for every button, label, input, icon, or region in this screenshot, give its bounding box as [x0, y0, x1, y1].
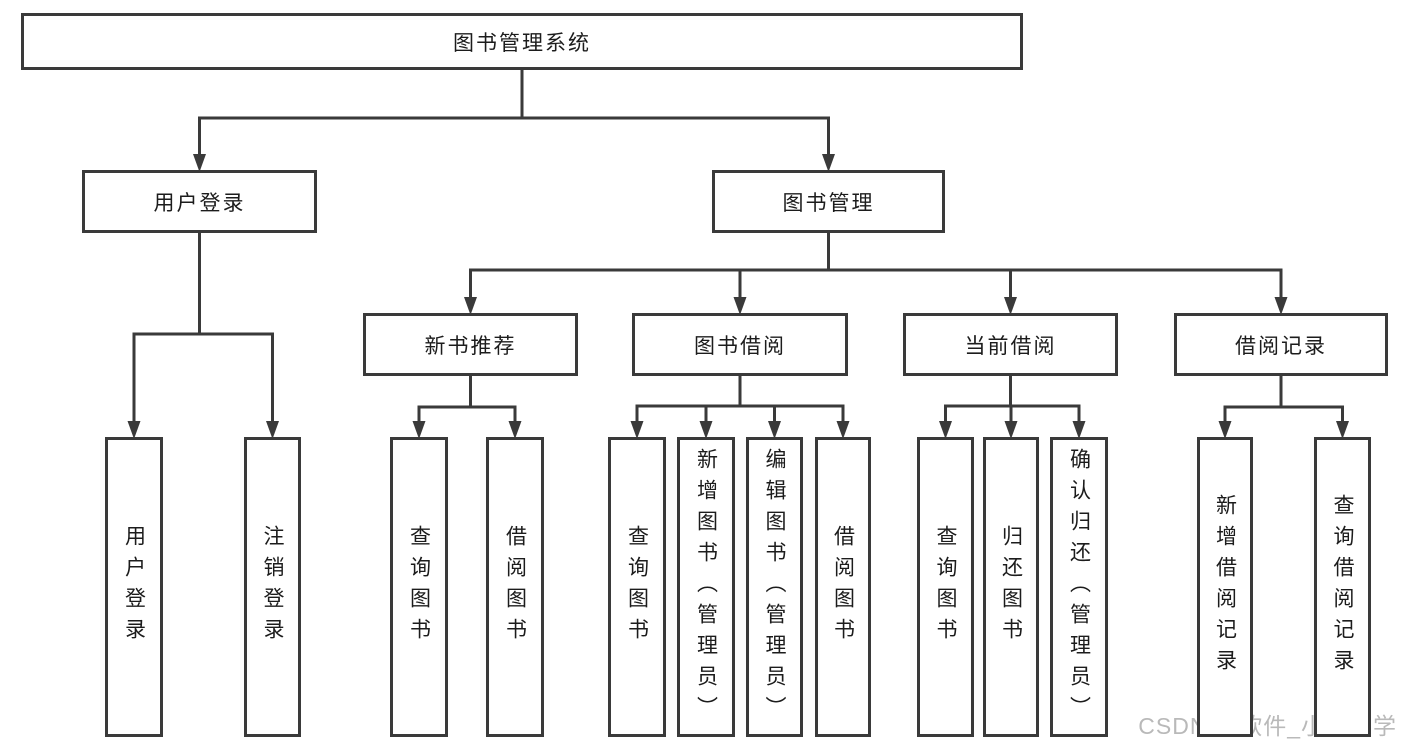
arrowhead-leaf-user-login	[127, 421, 141, 439]
node-label-leaf-confirm-return: 确认归还（管理员）	[1067, 447, 1091, 727]
node-label-leaf-return-book: 归还图书	[999, 525, 1023, 649]
node-book-mgmt: 图书管理	[712, 170, 945, 233]
arrowhead-leaf-edit-book	[768, 421, 781, 439]
node-leaf-borrow-book-1: 借阅图书	[486, 437, 544, 737]
node-leaf-edit-book: 编辑图书（管理员）	[746, 437, 803, 737]
node-root: 图书管理系统	[21, 13, 1023, 70]
arrowhead-current-borrow	[1004, 297, 1017, 315]
node-label-leaf-query-record: 查询借阅记录	[1331, 494, 1354, 680]
node-label-user-login: 用户登录	[153, 191, 246, 215]
arrowhead-leaf-borrow-book-1	[508, 421, 522, 439]
node-label-book-borrow: 图书借阅	[694, 334, 786, 358]
node-user-login: 用户登录	[82, 170, 317, 233]
node-label-leaf-edit-book: 编辑图书（管理员）	[763, 447, 786, 727]
node-label-leaf-borrow-book-1: 借阅图书	[503, 525, 527, 649]
arrowhead-leaf-logout	[266, 421, 279, 439]
arrowhead-leaf-add-book	[699, 421, 713, 439]
node-label-leaf-user-login: 用户登录	[122, 525, 146, 649]
arrowhead-borrow-records	[1274, 297, 1288, 315]
arrowhead-leaf-query-book-1	[412, 421, 426, 439]
node-leaf-confirm-return: 确认归还（管理员）	[1050, 437, 1108, 737]
node-label-leaf-logout: 注销登录	[261, 525, 284, 649]
node-label-leaf-add-record: 新增借阅记录	[1213, 494, 1237, 680]
node-leaf-add-book: 新增图书（管理员）	[677, 437, 735, 737]
node-leaf-borrow-book-2: 借阅图书	[815, 437, 871, 737]
node-label-leaf-query-book-3: 查询图书	[934, 525, 957, 649]
arrowhead-book-borrow	[733, 297, 747, 315]
arrowhead-leaf-query-book-3	[939, 421, 952, 439]
arrowhead-user-login	[193, 154, 206, 172]
node-leaf-query-book-2: 查询图书	[608, 437, 666, 737]
node-leaf-user-login: 用户登录	[105, 437, 163, 737]
arrowhead-leaf-confirm-return	[1072, 421, 1086, 439]
node-label-borrow-records: 借阅记录	[1235, 334, 1327, 358]
node-leaf-query-book-1: 查询图书	[390, 437, 448, 737]
arrowhead-leaf-add-record	[1218, 421, 1232, 439]
arrowhead-leaf-query-record	[1336, 421, 1349, 439]
node-label-leaf-add-book: 新增图书（管理员）	[694, 447, 718, 727]
arrowhead-leaf-borrow-book-2	[836, 421, 850, 439]
node-label-book-mgmt: 图书管理	[782, 191, 875, 215]
node-current-borrow: 当前借阅	[903, 313, 1118, 376]
arrowhead-book-mgmt	[822, 154, 835, 172]
arrowhead-new-book-rec	[464, 297, 477, 315]
arrowhead-leaf-query-book-2	[630, 421, 644, 439]
node-label-root: 图书管理系统	[453, 31, 591, 55]
node-leaf-logout: 注销登录	[244, 437, 301, 737]
node-book-borrow: 图书借阅	[632, 313, 848, 376]
node-leaf-return-book: 归还图书	[983, 437, 1039, 737]
node-leaf-add-record: 新增借阅记录	[1197, 437, 1253, 737]
node-label-new-book-rec: 新书推荐	[424, 334, 517, 358]
node-leaf-query-record: 查询借阅记录	[1314, 437, 1371, 737]
node-label-current-borrow: 当前借阅	[964, 334, 1057, 358]
node-leaf-query-book-3: 查询图书	[917, 437, 974, 737]
node-label-leaf-query-book-2: 查询图书	[625, 525, 649, 649]
node-label-leaf-borrow-book-2: 借阅图书	[831, 525, 855, 649]
node-new-book-rec: 新书推荐	[363, 313, 578, 376]
arrowhead-leaf-return-book	[1004, 421, 1018, 439]
node-label-leaf-query-book-1: 查询图书	[407, 525, 431, 649]
node-borrow-records: 借阅记录	[1174, 313, 1388, 376]
